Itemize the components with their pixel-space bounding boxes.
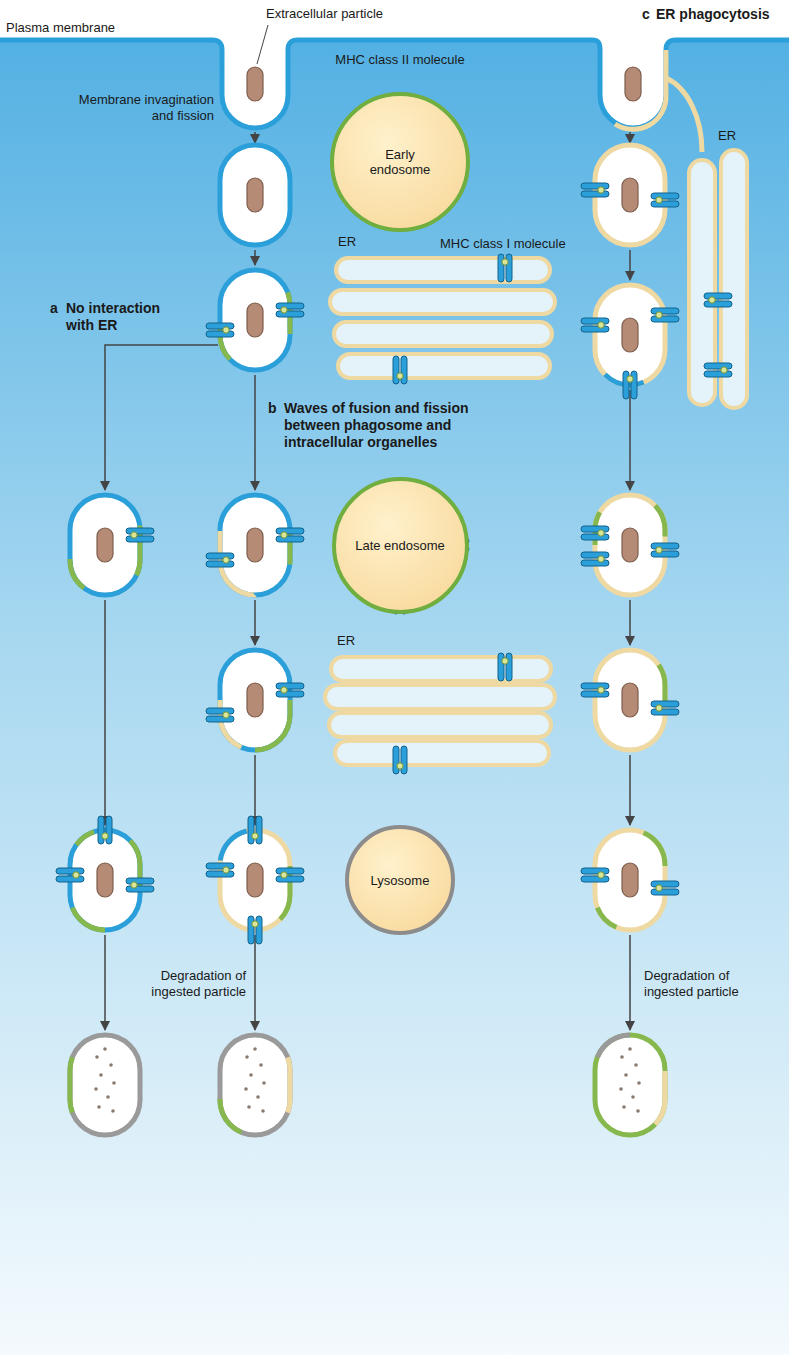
organelle-name: Lysosome (371, 873, 430, 888)
annotation: Membrane invagination and fission (64, 92, 214, 124)
er-region: ER (330, 256, 555, 380)
organelle-circle: Early endosome (330, 92, 470, 232)
leader-line (257, 25, 268, 64)
arrow (105, 132, 630, 1030)
phagosome (56, 145, 679, 1135)
annotation: MHC class I molecule (440, 236, 585, 252)
er-membrane (615, 50, 666, 129)
organelle-circle: Lysosome (345, 825, 455, 935)
panel-label: b (268, 400, 282, 417)
er-tube (666, 78, 702, 152)
organelle-label: ER (718, 128, 736, 143)
er-region: ER (688, 150, 748, 410)
annotation: Extracellular particle (266, 6, 426, 22)
panel-label: a (50, 300, 64, 317)
panel-label: Waves of fusion and fission between phag… (284, 400, 502, 451)
panel-label: c (642, 6, 656, 23)
organelle-name: Late endosome (355, 538, 445, 553)
organelle-name: Early endosome (354, 147, 446, 177)
organelle-label: ER (337, 633, 355, 648)
organelle-label: ER (338, 234, 356, 249)
er-region: ER (325, 655, 555, 765)
annotation: Degradation of ingested particle (644, 968, 744, 1000)
cytoplasm (0, 30, 789, 1355)
panel-label: No interaction with ER (66, 300, 181, 334)
annotation: Degradation of ingested particle (146, 968, 246, 1000)
annotation: Plasma membrane (6, 20, 156, 36)
annotation: MHC class II molecule (335, 52, 465, 68)
er-stack (325, 150, 747, 765)
panel-label: ER phagocytosis (656, 6, 784, 23)
organelle-circle: Late endosome (332, 477, 469, 614)
